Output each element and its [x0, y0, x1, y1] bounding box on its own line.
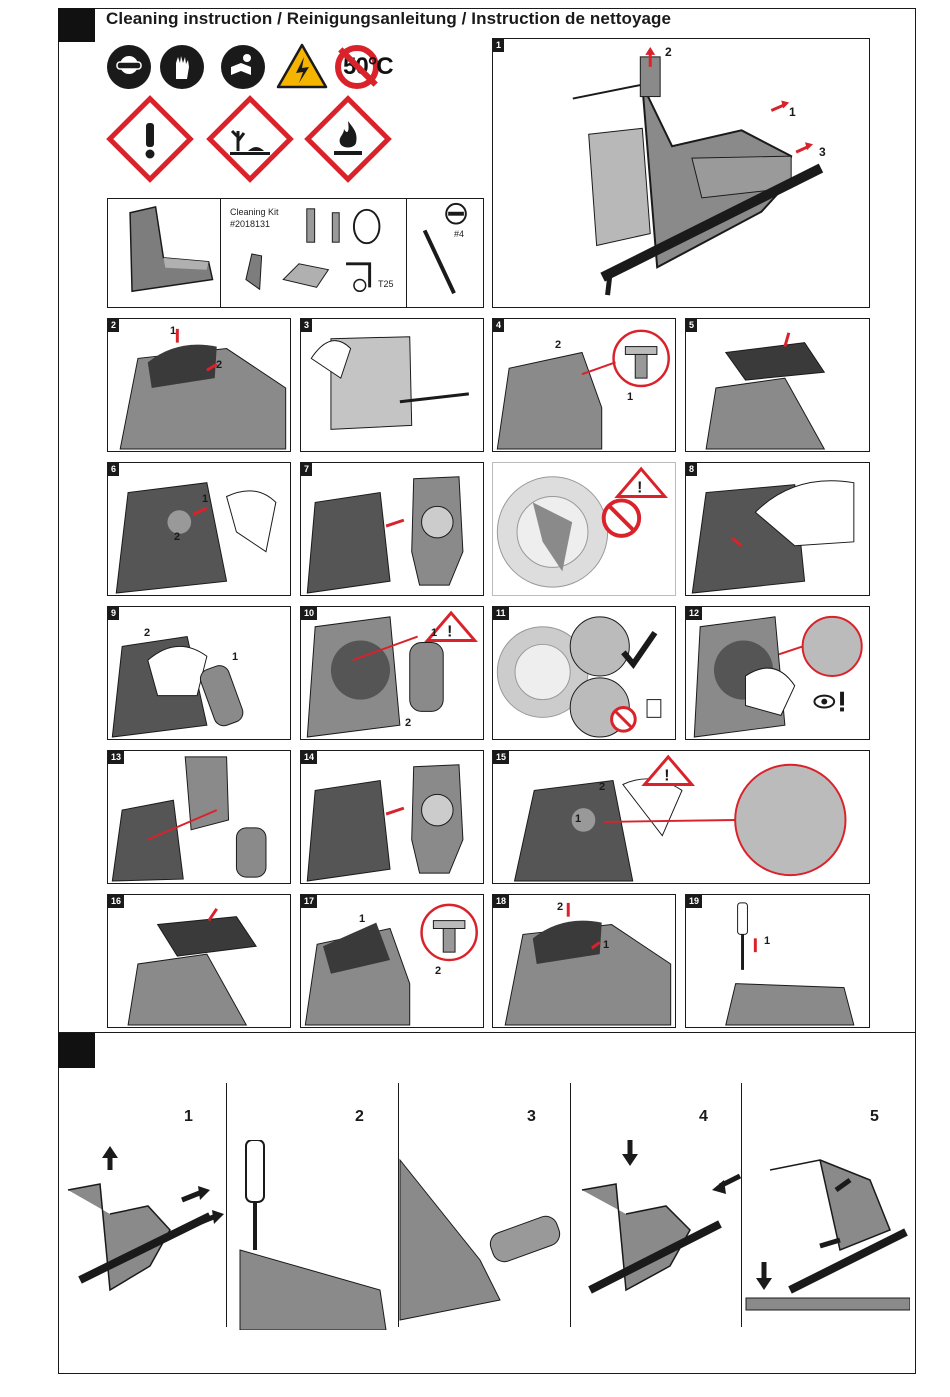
panel-19: 19 1: [685, 894, 870, 1028]
step-number: 1: [184, 1108, 193, 1126]
page-title: Cleaning instruction / Reinigungsanleitu…: [106, 9, 671, 29]
panel-number: 1: [493, 39, 504, 52]
svg-text:!: !: [664, 768, 669, 785]
electrical-hazard-icon: [276, 43, 328, 89]
panel-10: ! 10 1 2: [300, 606, 484, 740]
callout: 2: [216, 359, 222, 371]
callout: 2: [174, 531, 180, 543]
svg-text:!: !: [447, 624, 452, 641]
panel-number: 2: [108, 319, 119, 332]
panel-number: 15: [493, 751, 509, 764]
fan-warning-panel: !: [492, 462, 676, 596]
callout: 1: [170, 325, 176, 337]
torx-label: T25: [378, 279, 394, 289]
panel-3: 3: [300, 318, 484, 452]
panel-number: 9: [108, 607, 119, 620]
panel-15: ! 15 2 1: [492, 750, 870, 884]
panel-8: 8: [685, 462, 870, 596]
step-number: 4: [699, 1108, 708, 1126]
panel-6: 6 1 2: [107, 462, 291, 596]
panel-number: 4: [493, 319, 504, 332]
panel-13: 13: [107, 750, 291, 884]
panel-2: 2 1 2: [107, 318, 291, 452]
panel-number: 6: [108, 463, 119, 476]
panel-number: 13: [108, 751, 124, 764]
panel-number: 18: [493, 895, 509, 908]
callout: 2: [435, 965, 441, 977]
panel-number: 3: [301, 319, 312, 332]
panel-number: 10: [301, 607, 317, 620]
svg-text:!: !: [637, 480, 642, 497]
screwdriver-label: #4: [454, 229, 464, 239]
panel-number: 5: [686, 319, 697, 332]
panel-number: 19: [686, 895, 702, 908]
callout: 2: [555, 339, 561, 351]
eye-protection-icon: [107, 45, 151, 89]
panel-18: 18 2 1: [492, 894, 676, 1028]
panel-12: 12: [685, 606, 870, 740]
step-number: 2: [355, 1108, 364, 1126]
panel-4: 4 2 1: [492, 318, 676, 452]
callout: 2: [144, 627, 150, 639]
callout: 1: [232, 651, 238, 663]
panel-number: 12: [686, 607, 702, 620]
callout: 3: [819, 145, 826, 159]
callout: 2: [557, 901, 563, 913]
bottom-step-illustrations: [60, 1140, 910, 1330]
kit-illustration: [108, 199, 483, 307]
panel-7: 7: [300, 462, 484, 596]
section-divider: [58, 1032, 916, 1033]
callout: 1: [575, 813, 581, 825]
callout: 1: [603, 939, 609, 951]
gloves-icon: [160, 45, 204, 89]
read-manual-icon: [221, 45, 265, 89]
max-temperature-icon: 50°C: [335, 45, 387, 89]
callout: 1: [789, 105, 796, 119]
step-number: 5: [870, 1108, 879, 1126]
callout: 2: [405, 717, 411, 729]
section-a-marker: [58, 8, 95, 42]
step-number: 3: [527, 1108, 536, 1126]
kit-code: #2018131: [230, 219, 270, 229]
callout: 1: [764, 935, 770, 947]
section-b-marker: [58, 1033, 95, 1068]
panel-number: 11: [493, 607, 509, 620]
panel-16: 16: [107, 894, 291, 1028]
callout: 1: [202, 493, 208, 505]
callout: 1: [627, 391, 633, 403]
panel-number: 14: [301, 751, 317, 764]
panel-number: 8: [686, 463, 697, 476]
kit-label: Cleaning Kit: [230, 207, 279, 217]
callout: 2: [599, 781, 605, 793]
panel-1: 1 2 1 3: [492, 38, 870, 308]
panel-17: 17 1 2: [300, 894, 484, 1028]
panel-number: 16: [108, 895, 124, 908]
callout: 1: [359, 913, 365, 925]
panel-number: 7: [301, 463, 312, 476]
panel-number: 17: [301, 895, 317, 908]
panel-5: 5: [685, 318, 870, 452]
callout: 1: [431, 627, 437, 639]
panel-9: 9 2 1: [107, 606, 291, 740]
panel-14: 14: [300, 750, 484, 884]
cleaning-kit-box: Cleaning Kit #2018131 T25 #4: [107, 198, 484, 308]
panel-11: 11: [492, 606, 676, 740]
callout: 2: [665, 45, 672, 59]
